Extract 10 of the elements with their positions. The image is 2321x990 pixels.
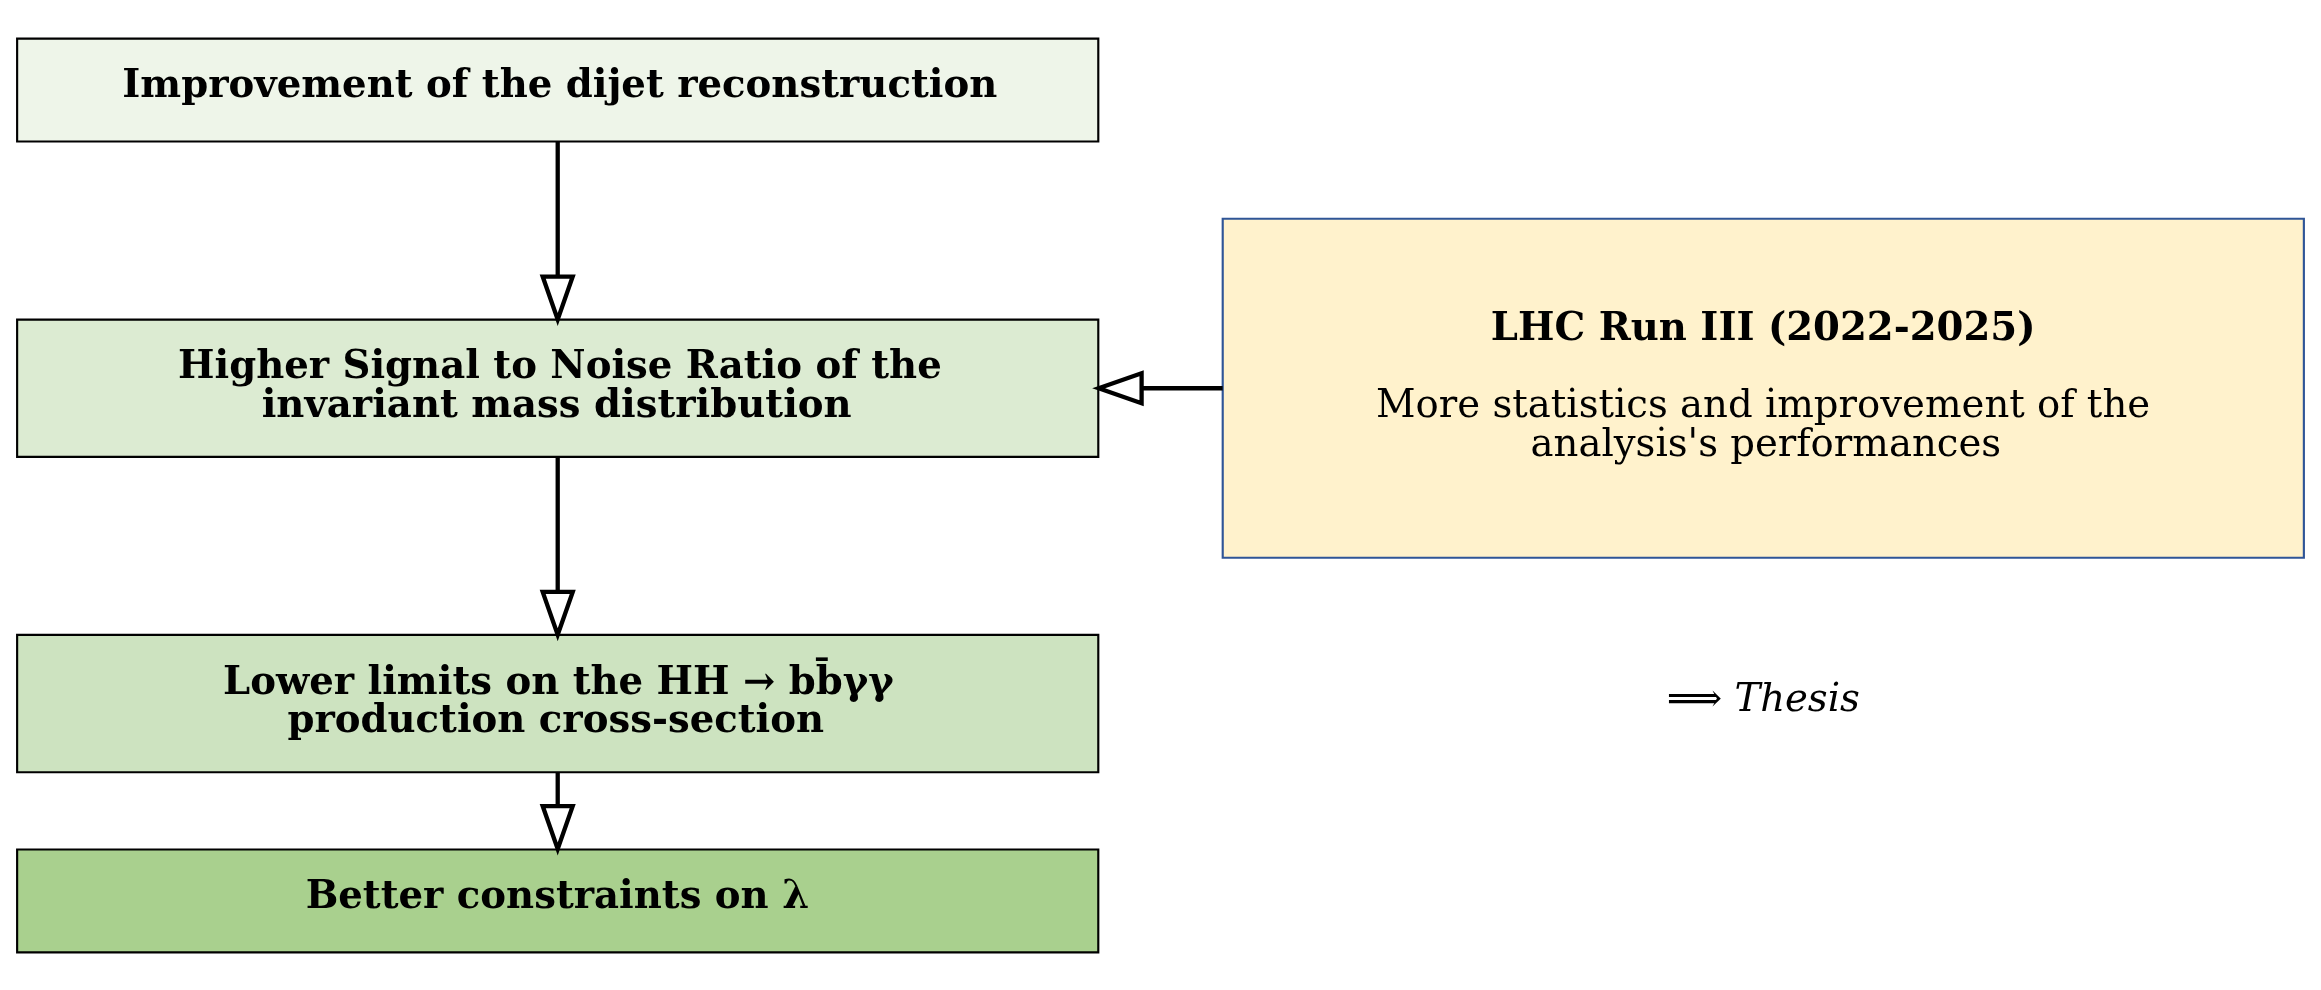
node-box: Improvement of the dijet reconstruction [16,37,1100,143]
arrow [539,456,576,641]
node-box: Better constraints on λ [16,847,1100,953]
arrow [1092,369,1223,406]
node-box: Lower limits on the HH → bb̄γγ production cross-section [16,633,1100,773]
arrow [539,772,576,855]
node-label: ⟹ Thesis [1666,674,1860,720]
node-box: LHC Run III (2022-2025) More statistics and improvement of the analysis's performances [1221,217,2305,559]
arrow [539,141,576,326]
node-box: Higher Signal to Noise Ratio of the invariant mass distribution [16,318,1100,458]
